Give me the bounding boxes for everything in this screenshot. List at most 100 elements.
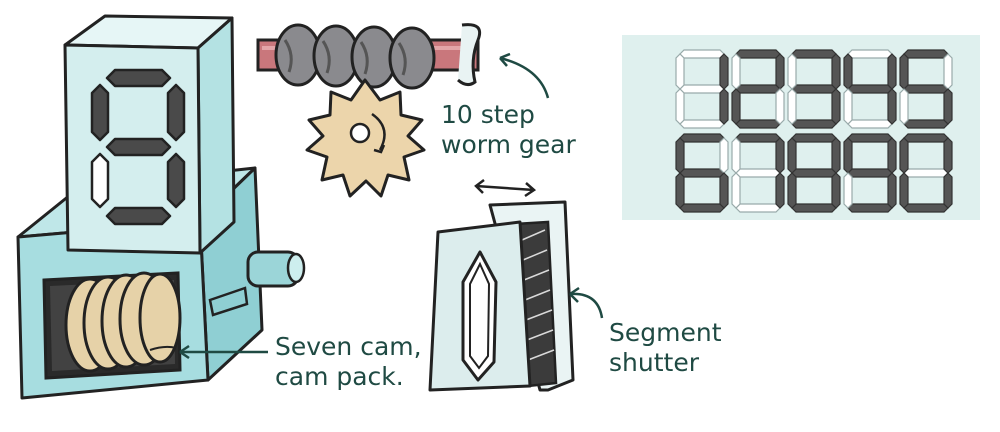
- segment-e: [899, 172, 909, 209]
- segment-d: [735, 203, 781, 213]
- segment-shutter: [428, 179, 604, 392]
- segment-e: [731, 88, 741, 125]
- segment-f: [843, 53, 853, 90]
- segment-a: [847, 133, 893, 143]
- panel-digit-1: [675, 49, 729, 129]
- big-seg-c: [166, 152, 186, 209]
- big-seg-d: [105, 206, 172, 226]
- label-cam-pack-line2: cam pack.: [275, 362, 404, 391]
- segment-b: [719, 137, 729, 174]
- segment-c: [831, 172, 841, 209]
- segment-a: [791, 49, 837, 59]
- segment-d: [791, 119, 837, 129]
- big-seg-b: [166, 83, 186, 142]
- panel-digit-7: [731, 133, 785, 213]
- panel-digit-3: [787, 49, 841, 129]
- segment-b: [831, 137, 841, 174]
- segment-a: [791, 133, 837, 143]
- segment-e: [843, 172, 853, 209]
- segment-a: [903, 49, 949, 59]
- cam-pack: [64, 271, 182, 373]
- segment-f: [843, 137, 853, 174]
- label-shutter-line2: shutter: [609, 348, 699, 377]
- segment-b: [943, 53, 953, 90]
- segment-c: [943, 172, 953, 209]
- segment-d: [679, 203, 725, 213]
- segment-b: [943, 137, 953, 174]
- big-seg-a: [105, 68, 172, 88]
- segment-f: [675, 53, 685, 90]
- segment-d: [903, 203, 949, 213]
- panel-digit-6: [675, 133, 729, 213]
- segment-e: [675, 172, 685, 209]
- segment-e: [787, 172, 797, 209]
- segment-e: [899, 88, 909, 125]
- segment-d: [847, 119, 893, 129]
- panel-digit-8: [787, 133, 841, 213]
- big-seg-g: [105, 137, 172, 157]
- segment-g: [791, 84, 837, 94]
- segment-c: [943, 88, 953, 125]
- segment-a: [679, 49, 725, 59]
- segment-b: [887, 53, 897, 90]
- segment-d: [791, 203, 837, 213]
- segment-a: [847, 49, 893, 59]
- segment-d: [735, 119, 781, 129]
- segment-d: [847, 203, 893, 213]
- segment-e: [843, 88, 853, 125]
- segment-e: [787, 88, 797, 125]
- segment-c: [887, 88, 897, 125]
- segment-f: [675, 137, 685, 174]
- segment-f: [731, 53, 741, 90]
- segment-d: [903, 119, 949, 129]
- segment-f: [899, 53, 909, 90]
- segment-b: [831, 53, 841, 90]
- segment-a: [735, 133, 781, 143]
- segment-d: [679, 119, 725, 129]
- panel-digit-0: [899, 133, 953, 213]
- label-cam-pack: Seven cam, cam pack.: [275, 332, 422, 392]
- panel-digit-9: [843, 133, 897, 213]
- segment-g: [847, 168, 893, 178]
- segment-a: [735, 49, 781, 59]
- segment-b: [775, 137, 785, 174]
- segment-f: [899, 137, 909, 174]
- segment-e: [675, 88, 685, 125]
- label-worm-gear-line2: worm gear: [441, 130, 576, 159]
- segment-c: [831, 88, 841, 125]
- segment-b: [887, 137, 897, 174]
- segment-c: [775, 88, 785, 125]
- label-cam-pack-line1: Seven cam,: [275, 332, 422, 361]
- panel-digit-5: [899, 49, 953, 129]
- label-worm-gear-line1: 10 step: [441, 100, 535, 129]
- segment-g: [679, 84, 725, 94]
- label-shutter-line1: Segment: [609, 318, 722, 347]
- segment-g: [735, 168, 781, 178]
- segment-b: [719, 53, 729, 90]
- segment-g: [903, 168, 949, 178]
- panel-digit-2: [731, 49, 785, 129]
- segment-c: [887, 172, 897, 209]
- label-shutter: Segment shutter: [609, 318, 722, 378]
- big-seg-f: [90, 83, 110, 142]
- worm-gear: [256, 23, 550, 198]
- segment-g: [735, 84, 781, 94]
- segment-e: [731, 172, 741, 209]
- segment-b: [775, 53, 785, 90]
- segment-g: [847, 84, 893, 94]
- segment-g: [679, 168, 725, 178]
- segment-a: [679, 133, 725, 143]
- segment-g: [903, 84, 949, 94]
- segment-c: [775, 172, 785, 209]
- big-seg-e: [90, 152, 110, 209]
- segment-f: [787, 137, 797, 174]
- digit-panel: [622, 35, 980, 220]
- segment-f: [787, 53, 797, 90]
- label-worm-gear: 10 step worm gear: [441, 100, 576, 160]
- segment-a: [903, 133, 949, 143]
- segment-c: [719, 172, 729, 209]
- segment-g: [791, 168, 837, 178]
- segment-c: [719, 88, 729, 125]
- big-digit-9: [90, 68, 186, 226]
